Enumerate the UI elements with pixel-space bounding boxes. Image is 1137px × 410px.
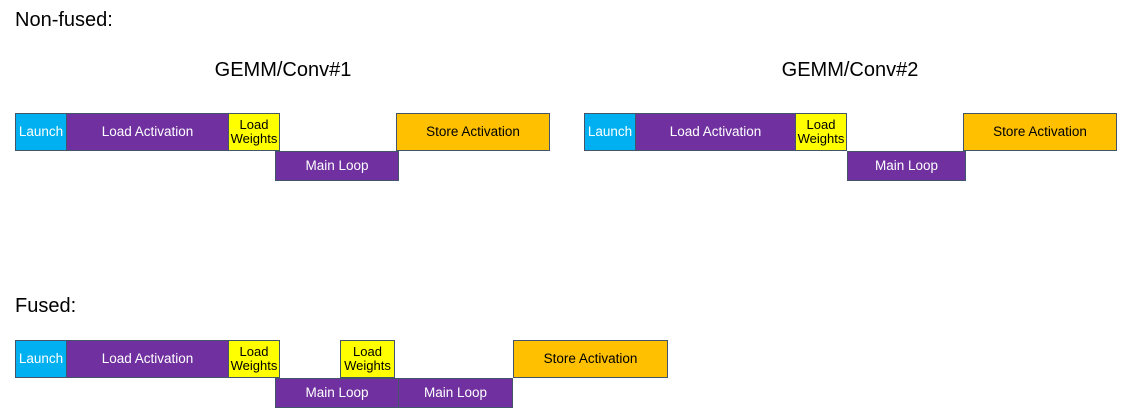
- block-main-loop-gemm1: Main Loop: [275, 151, 399, 181]
- block-load-weights-gemm1: Load Weights: [228, 113, 280, 151]
- block-load-weights-fused-1: Load Weights: [228, 340, 280, 378]
- block-launch-gemm2: Launch: [584, 113, 636, 151]
- section-label-fused: Fused:: [15, 295, 77, 317]
- block-main-loop-gemm2: Main Loop: [847, 151, 966, 181]
- group-title-gemm-conv-1: GEMM/Conv#1: [214, 59, 352, 81]
- block-launch-fused: Launch: [15, 340, 67, 378]
- block-load-activation-gemm1: Load Activation: [66, 113, 229, 151]
- section-label-non-fused: Non-fused:: [15, 9, 113, 31]
- block-store-activation-gemm2: Store Activation: [963, 113, 1117, 151]
- block-load-weights-gemm2: Load Weights: [795, 113, 847, 151]
- block-load-weights-fused-2: Load Weights: [340, 340, 395, 378]
- block-load-activation-fused: Load Activation: [66, 340, 229, 378]
- block-main-loop-fused-2: Main Loop: [398, 378, 513, 408]
- block-store-activation-fused: Store Activation: [513, 340, 668, 378]
- block-store-activation-gemm1: Store Activation: [396, 113, 550, 151]
- group-title-gemm-conv-2: GEMM/Conv#2: [781, 59, 919, 81]
- block-load-activation-gemm2: Load Activation: [635, 113, 796, 151]
- block-launch-gemm1: Launch: [15, 113, 67, 151]
- block-main-loop-fused-1: Main Loop: [275, 378, 399, 408]
